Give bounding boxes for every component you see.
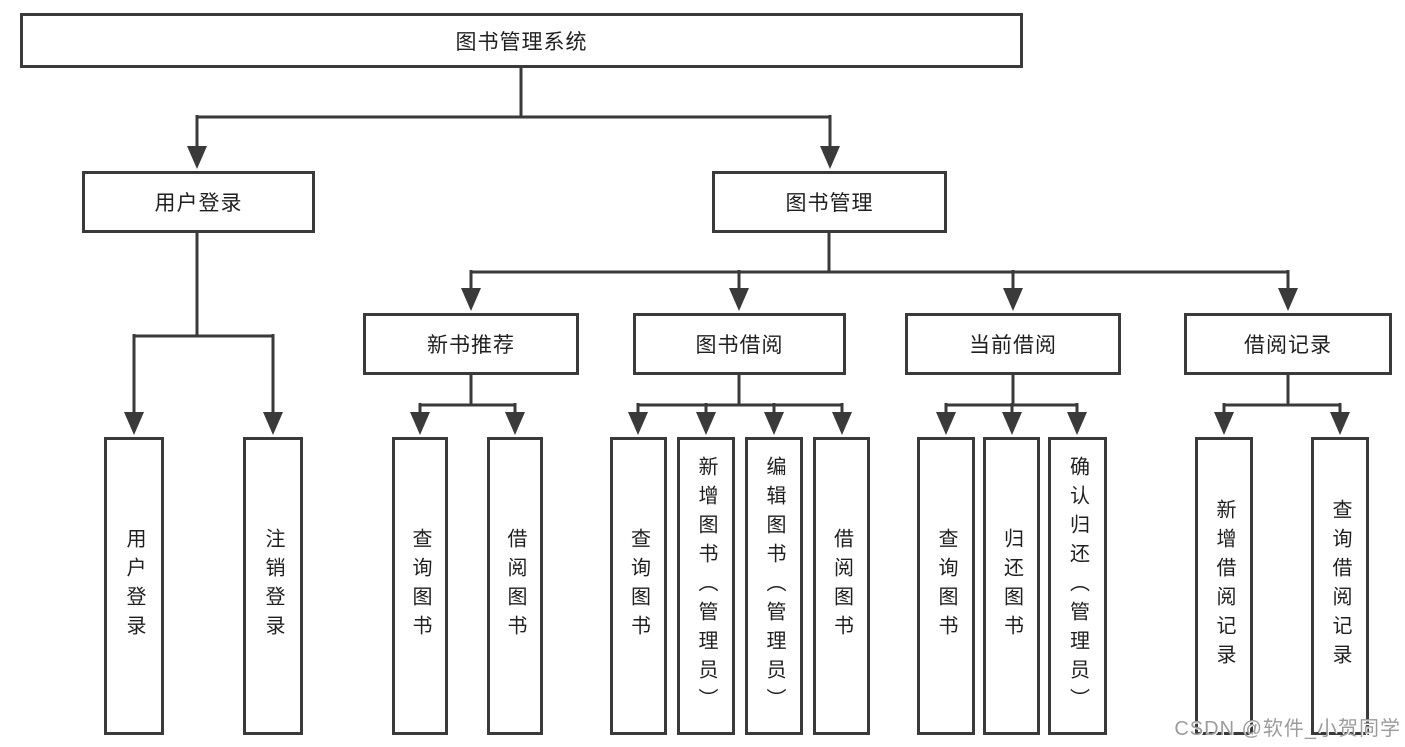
node-label: 注销登录	[262, 528, 284, 644]
node-leaf-return-books: 归还图书	[983, 437, 1040, 735]
node-current-borrow: 当前借阅	[905, 313, 1121, 375]
node-label: 借阅图书	[504, 528, 526, 644]
node-label: 新增借阅记录	[1213, 499, 1235, 673]
node-leaf-borrow-books: 借阅图书	[813, 437, 870, 735]
node-label: 借阅图书	[830, 528, 853, 644]
node-label: 查询图书	[935, 528, 957, 644]
node-leaf-user-login: 用户登录	[104, 437, 164, 735]
node-label: 用户登录	[123, 528, 145, 644]
node-label: 查询图书	[409, 528, 431, 644]
node-borrow-record: 借阅记录	[1184, 313, 1392, 375]
node-leaf-query-books-recommend: 查询图书	[392, 437, 448, 735]
node-leaf-add-books-admin: 新增图书（管理员）	[677, 437, 735, 735]
node-leaf-add-borrow-record: 新增借阅记录	[1195, 437, 1253, 735]
node-leaf-confirm-return-admin: 确认归还（管理员）	[1048, 437, 1107, 735]
node-user-login: 用户登录	[82, 171, 315, 233]
node-library-system: 图书管理系统	[20, 13, 1023, 68]
node-leaf-edit-books-admin: 编辑图书（管理员）	[745, 437, 803, 735]
node-new-book-recommend: 新书推荐	[363, 313, 579, 375]
node-leaf-logout: 注销登录	[243, 437, 303, 735]
node-label: 查询借阅记录	[1329, 499, 1351, 673]
node-label: 确认归还（管理员）	[1066, 455, 1089, 717]
node-book-management: 图书管理	[712, 171, 947, 233]
node-book-borrow: 图书借阅	[633, 313, 846, 375]
node-leaf-query-books-current: 查询图书	[917, 437, 975, 735]
node-leaf-query-borrow-record: 查询借阅记录	[1311, 437, 1369, 735]
node-label: 归还图书	[1000, 528, 1023, 644]
node-leaf-query-books-borrow: 查询图书	[610, 437, 667, 735]
node-label: 查询图书	[627, 528, 650, 644]
csdn-watermark: CSDN @软件_小贺同学	[1174, 718, 1401, 740]
node-leaf-borrow-books-recommend: 借阅图书	[487, 437, 543, 735]
node-label: 新增图书（管理员）	[695, 455, 717, 717]
node-label: 编辑图书（管理员）	[763, 455, 785, 717]
